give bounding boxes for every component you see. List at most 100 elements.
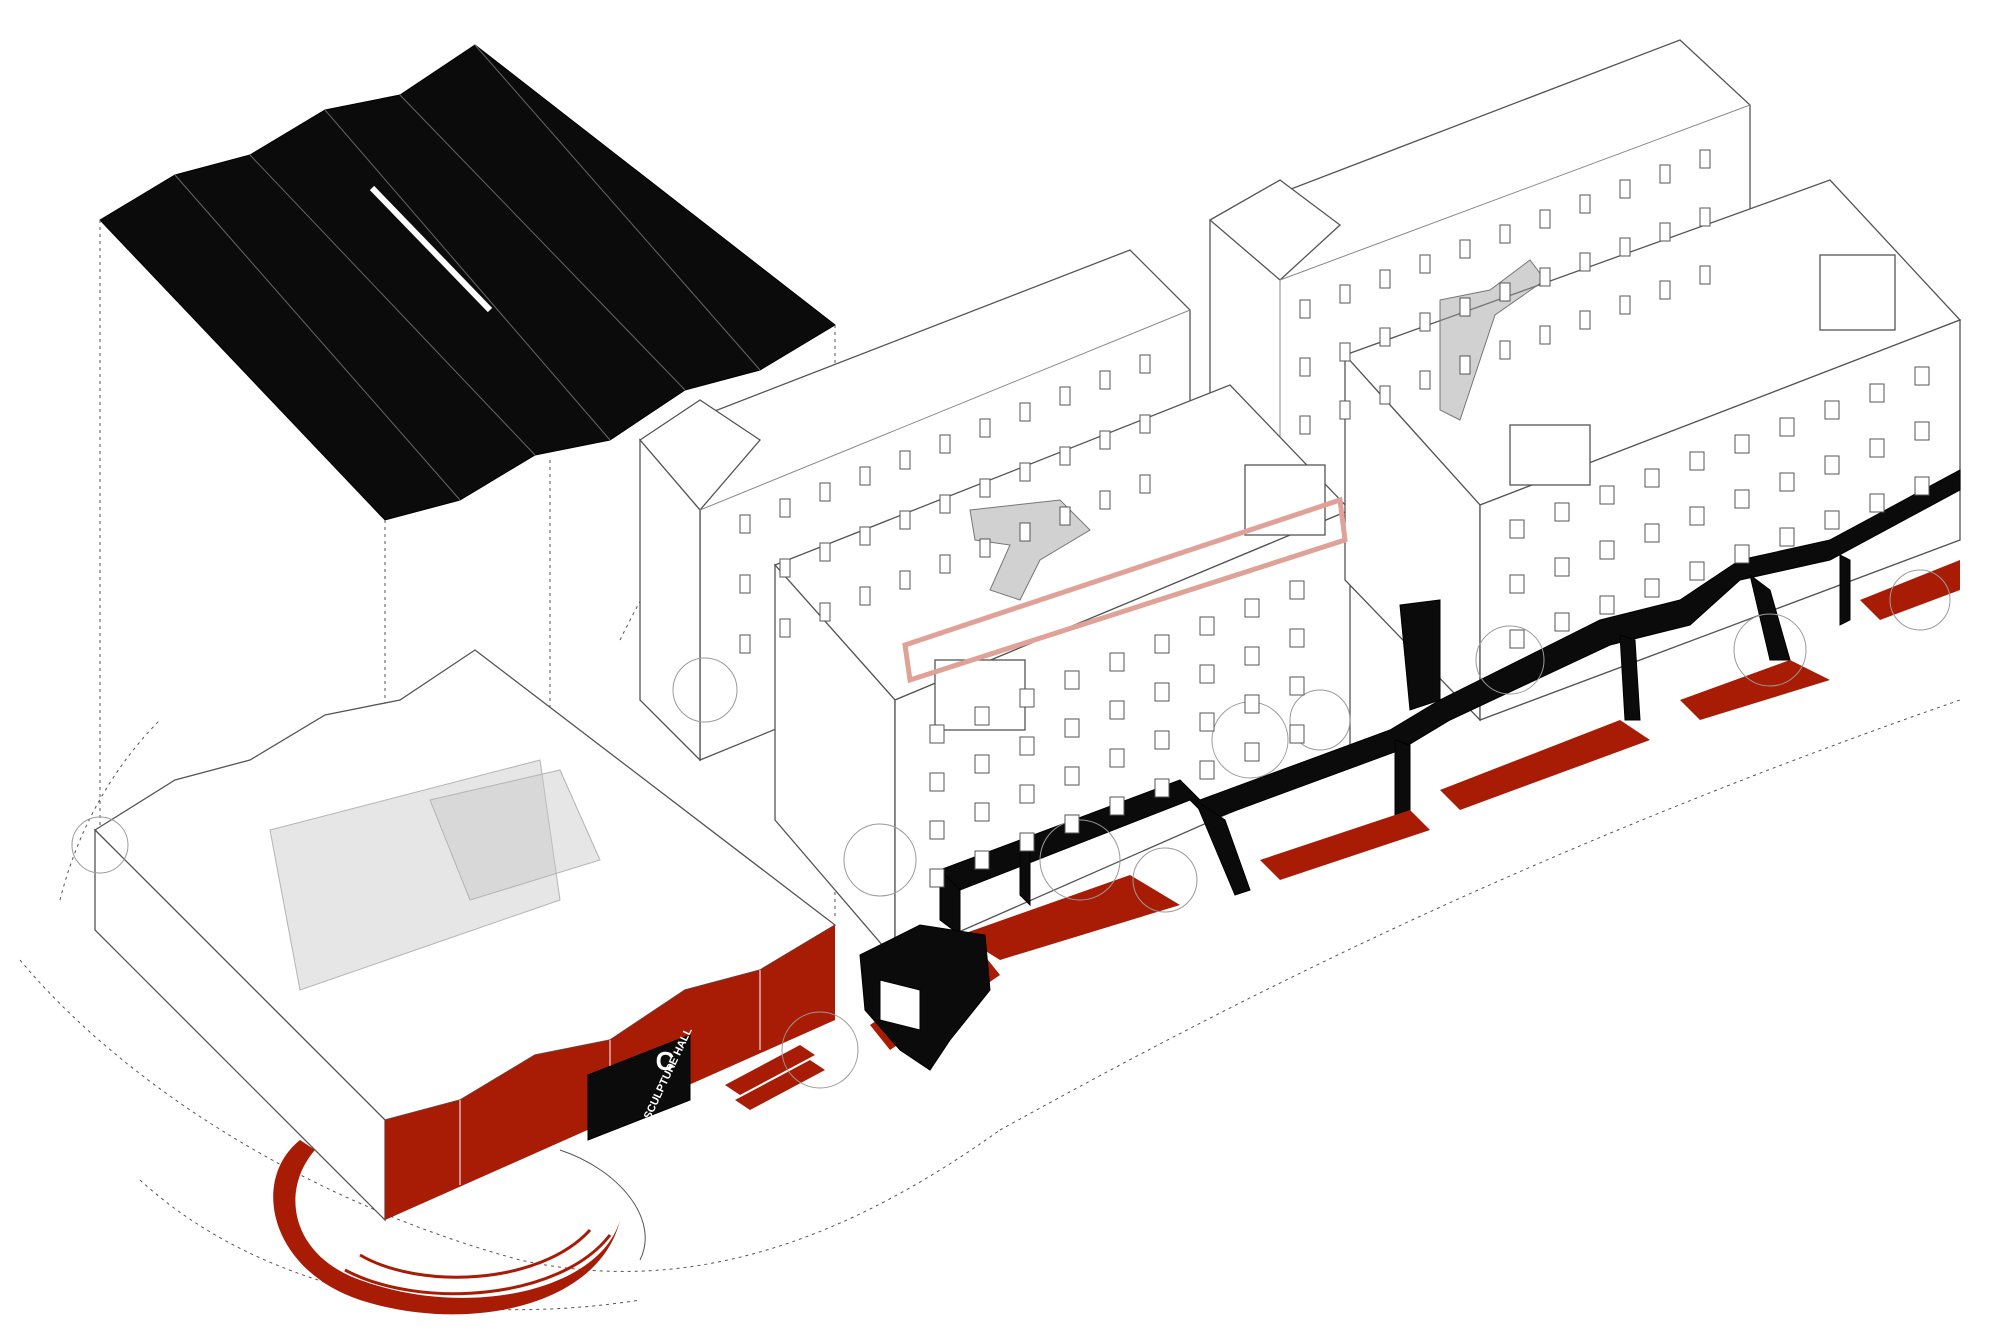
window [1154, 634, 1170, 654]
roof-skylight [369, 185, 493, 313]
window [1419, 370, 1431, 390]
amphitheatre [273, 1140, 646, 1315]
window [1824, 400, 1840, 420]
window [779, 618, 791, 638]
window [1499, 282, 1511, 302]
red-ground-path [870, 560, 1960, 1050]
window [899, 570, 911, 590]
window [1869, 493, 1885, 513]
windows-back-right [1299, 149, 1711, 435]
window [1199, 616, 1215, 636]
window [1339, 400, 1351, 420]
window [1199, 712, 1215, 732]
window [1339, 342, 1351, 362]
window [1379, 269, 1391, 289]
window [1379, 385, 1391, 405]
window [1109, 748, 1125, 768]
red-stairs [725, 1045, 825, 1110]
window [1019, 784, 1035, 804]
window [939, 494, 951, 514]
window [739, 514, 751, 534]
window [1289, 580, 1305, 600]
window [1699, 265, 1711, 285]
window [1499, 224, 1511, 244]
window [1019, 402, 1031, 422]
window [819, 602, 831, 622]
window [1779, 417, 1795, 437]
window [1379, 327, 1391, 347]
window [819, 482, 831, 502]
window [1599, 485, 1615, 505]
window [1019, 736, 1035, 756]
window [1509, 519, 1525, 539]
window [1419, 312, 1431, 332]
window [979, 478, 991, 498]
window [939, 554, 951, 574]
window [1019, 462, 1031, 482]
window [1109, 700, 1125, 720]
window [1299, 415, 1311, 435]
window [1019, 688, 1035, 708]
window [979, 418, 991, 438]
window [1459, 355, 1471, 375]
window [1139, 474, 1151, 494]
window [1419, 254, 1431, 274]
window [1659, 280, 1671, 300]
window [1244, 646, 1260, 666]
window [859, 526, 871, 546]
window [929, 724, 945, 744]
window [974, 850, 990, 870]
window [739, 574, 751, 594]
window [1734, 489, 1750, 509]
window [1064, 670, 1080, 690]
window [1064, 814, 1080, 834]
windows-right [1509, 366, 1930, 649]
window [1509, 574, 1525, 594]
window [929, 772, 945, 792]
window [1619, 179, 1631, 199]
window [1244, 598, 1260, 618]
window [1059, 446, 1071, 466]
window [1914, 366, 1930, 386]
window [1139, 354, 1151, 374]
window [859, 466, 871, 486]
window [1619, 295, 1631, 315]
kiosk-pavilion [859, 924, 991, 1071]
window [929, 820, 945, 840]
window [1554, 502, 1570, 522]
window [1099, 430, 1111, 450]
window [1139, 414, 1151, 434]
window [1869, 438, 1885, 458]
sign-logo-letter: C [656, 1046, 675, 1076]
window [779, 558, 791, 578]
window [1689, 451, 1705, 471]
hall-interior [269, 759, 601, 991]
window [1869, 383, 1885, 403]
window [1659, 222, 1671, 242]
window [1099, 370, 1111, 390]
window [1459, 297, 1471, 317]
window [1914, 476, 1930, 496]
window [1019, 522, 1031, 542]
window [1499, 340, 1511, 360]
window [974, 706, 990, 726]
window [1299, 299, 1311, 319]
window [1154, 730, 1170, 750]
window [1459, 239, 1471, 259]
window [929, 868, 945, 888]
window [1699, 149, 1711, 169]
window [1644, 578, 1660, 598]
window [1064, 718, 1080, 738]
window [1299, 357, 1311, 377]
window [979, 538, 991, 558]
window [1779, 527, 1795, 547]
window [1059, 386, 1071, 406]
window [1109, 652, 1125, 672]
window [779, 498, 791, 518]
window [1199, 760, 1215, 780]
window [1059, 506, 1071, 526]
window [1579, 194, 1591, 214]
trees [71, 569, 1951, 1089]
window [1289, 676, 1305, 696]
